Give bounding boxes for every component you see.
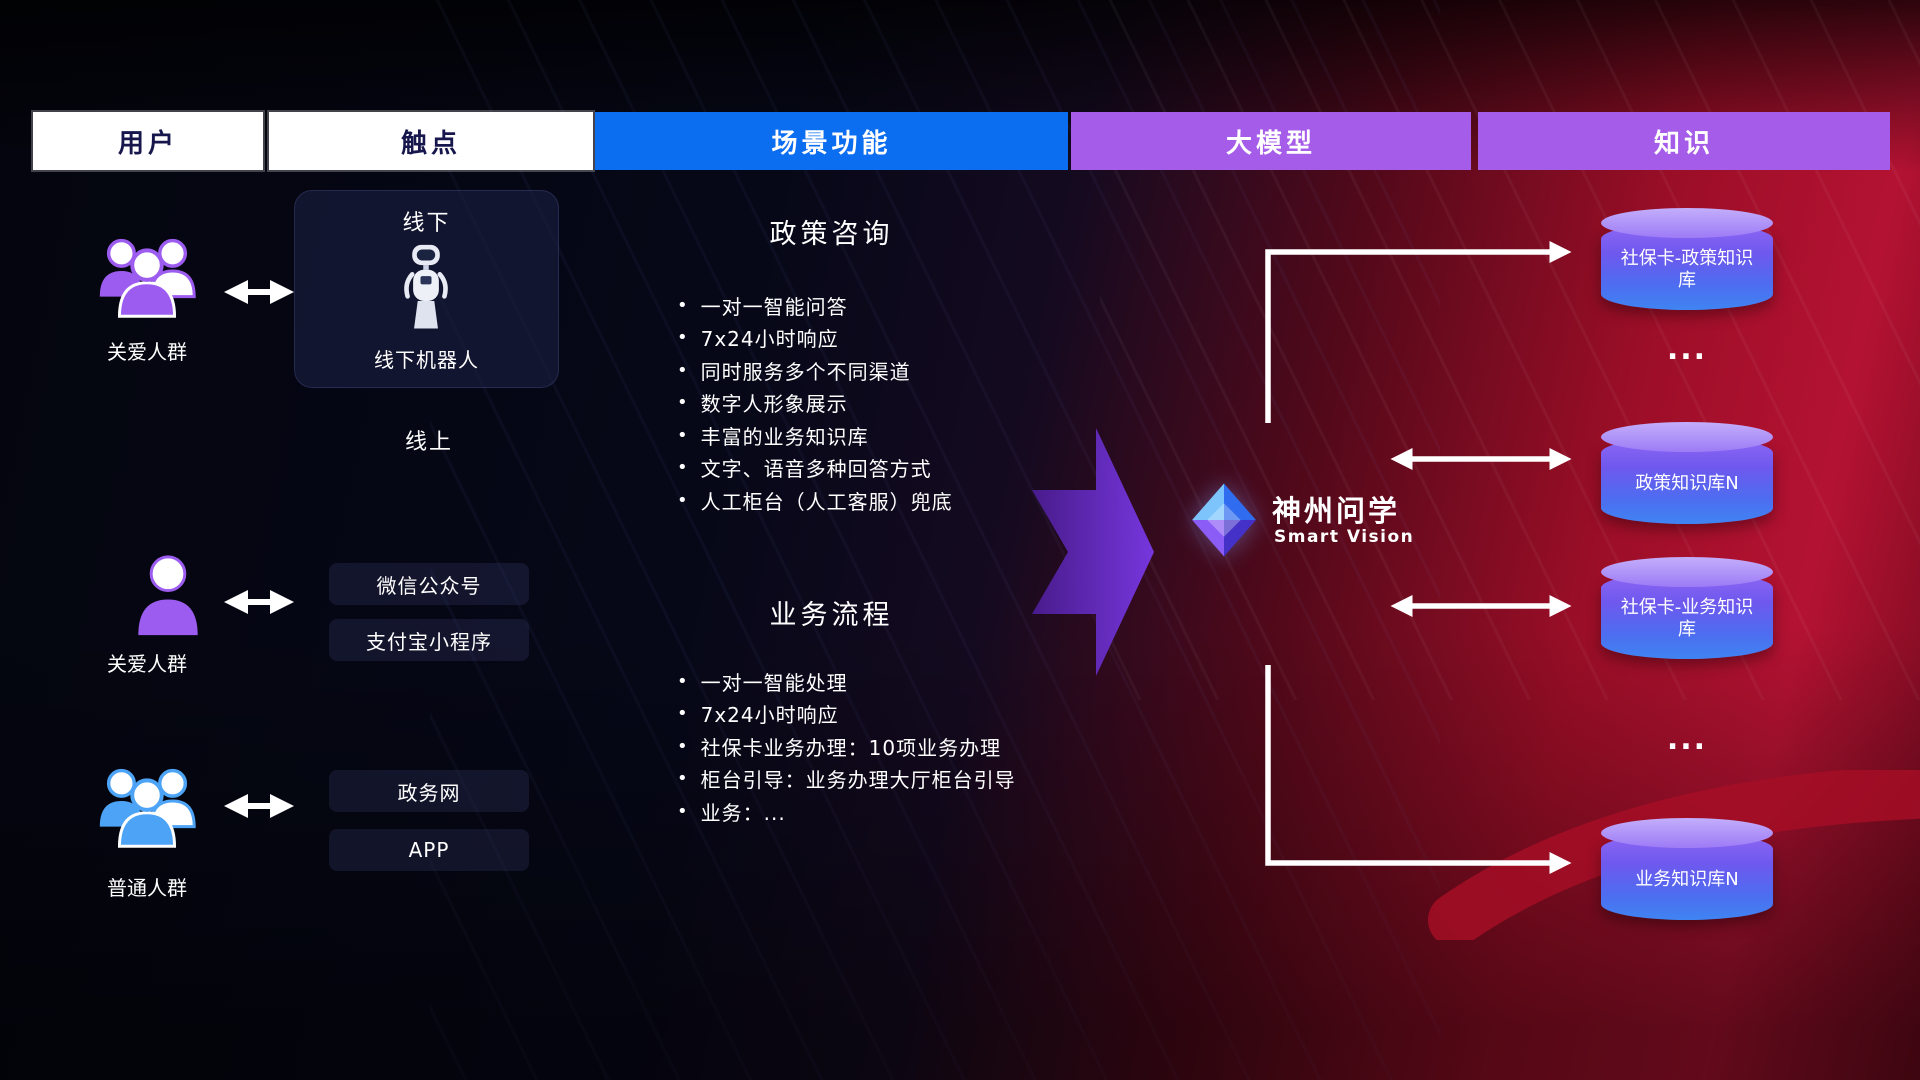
business-item: 柜台引导：业务办理大厅柜台引导 [677,763,1016,796]
touchpoint-alipay-miniapp: 支付宝小程序 [329,619,529,661]
smart-vision-logo-icon [1192,483,1256,557]
people-group-blue-icon [99,768,196,848]
business-item: 业务：... [677,795,1016,828]
offline-robot-label: 线下机器人 [374,348,479,372]
policy-feature-list: 一对一智能问答 7x24小时响应 同时服务多个不同渠道 数字人形象展示 丰富的业… [677,289,953,517]
business-item: 一对一智能处理 [677,665,1016,698]
policy-item: 同时服务多个不同渠道 [677,354,953,387]
header-touchpoints: 触点 [269,112,593,170]
policy-item: 7x24小时响应 [677,322,953,355]
business-item: 社保卡业务办理：10项业务办理 [677,730,1016,763]
touchpoint-wechat: 微信公众号 [329,563,529,605]
online-title: 线上 [404,430,453,455]
user-group-label: 关爱人群 [107,340,187,364]
model-to-policy-kb1-arrow [1265,241,1572,423]
touchpoint-app: APP [329,829,529,871]
touchpoint-gov-web: 政务网 [329,770,529,812]
kb-cylinder-business-socialcard: 社保卡-业务知识库 [1601,557,1773,659]
kb-label: 社保卡-政策知识库 [1620,247,1754,292]
kb-label: 政策知识库N [1635,472,1739,494]
policy-item: 文字、语音多种回答方式 [677,452,953,485]
header-large-model: 大模型 [1071,112,1471,170]
person-purple-icon [138,555,198,636]
model-subtitle: Smart Vision [1274,527,1415,547]
kb-label: 业务知识库N [1635,868,1739,890]
business-feature-list: 一对一智能处理 7x24小时响应 社保卡业务办理：10项业务办理 柜台引导：业务… [677,665,1016,828]
kb-cylinder-policy-socialcard: 社保卡-政策知识库 [1601,208,1773,310]
background-streaks-right [1100,0,1920,700]
model-name: 神州问学 [1272,494,1401,528]
header-knowledge: 知识 [1478,112,1890,170]
policy-item: 丰富的业务知识库 [677,419,953,452]
flow-arrow-icon [1032,428,1154,676]
business-process-title: 业务流程 [769,600,894,631]
header-users: 用户 [33,112,263,170]
user-person-label: 关爱人群 [107,652,187,676]
business-item: 7x24小时响应 [677,698,1016,731]
policy-consult-title: 政策咨询 [769,219,894,250]
kb-cylinder-business-n: 业务知识库N [1601,818,1773,920]
offline-title: 线下 [402,211,451,236]
kb-cylinder-policy-n: 政策知识库N [1601,422,1773,524]
user-general-label: 普通人群 [107,876,187,900]
kb-ellipsis-top: ... [1666,332,1708,367]
header-scenario-functions: 场景功能 [595,112,1068,170]
kb-ellipsis-bottom: ... [1666,722,1708,757]
offline-touchpoint-card: 线下 线下机器人 [294,190,559,388]
kb-label: 社保卡-业务知识库 [1620,596,1754,641]
policy-item: 数字人形象展示 [677,387,953,420]
people-group-purple-icon [99,238,196,318]
robot-icon [404,244,448,329]
policy-item: 一对一智能问答 [677,289,953,322]
policy-item: 人工柜台（人工客服）兜底 [677,484,953,517]
